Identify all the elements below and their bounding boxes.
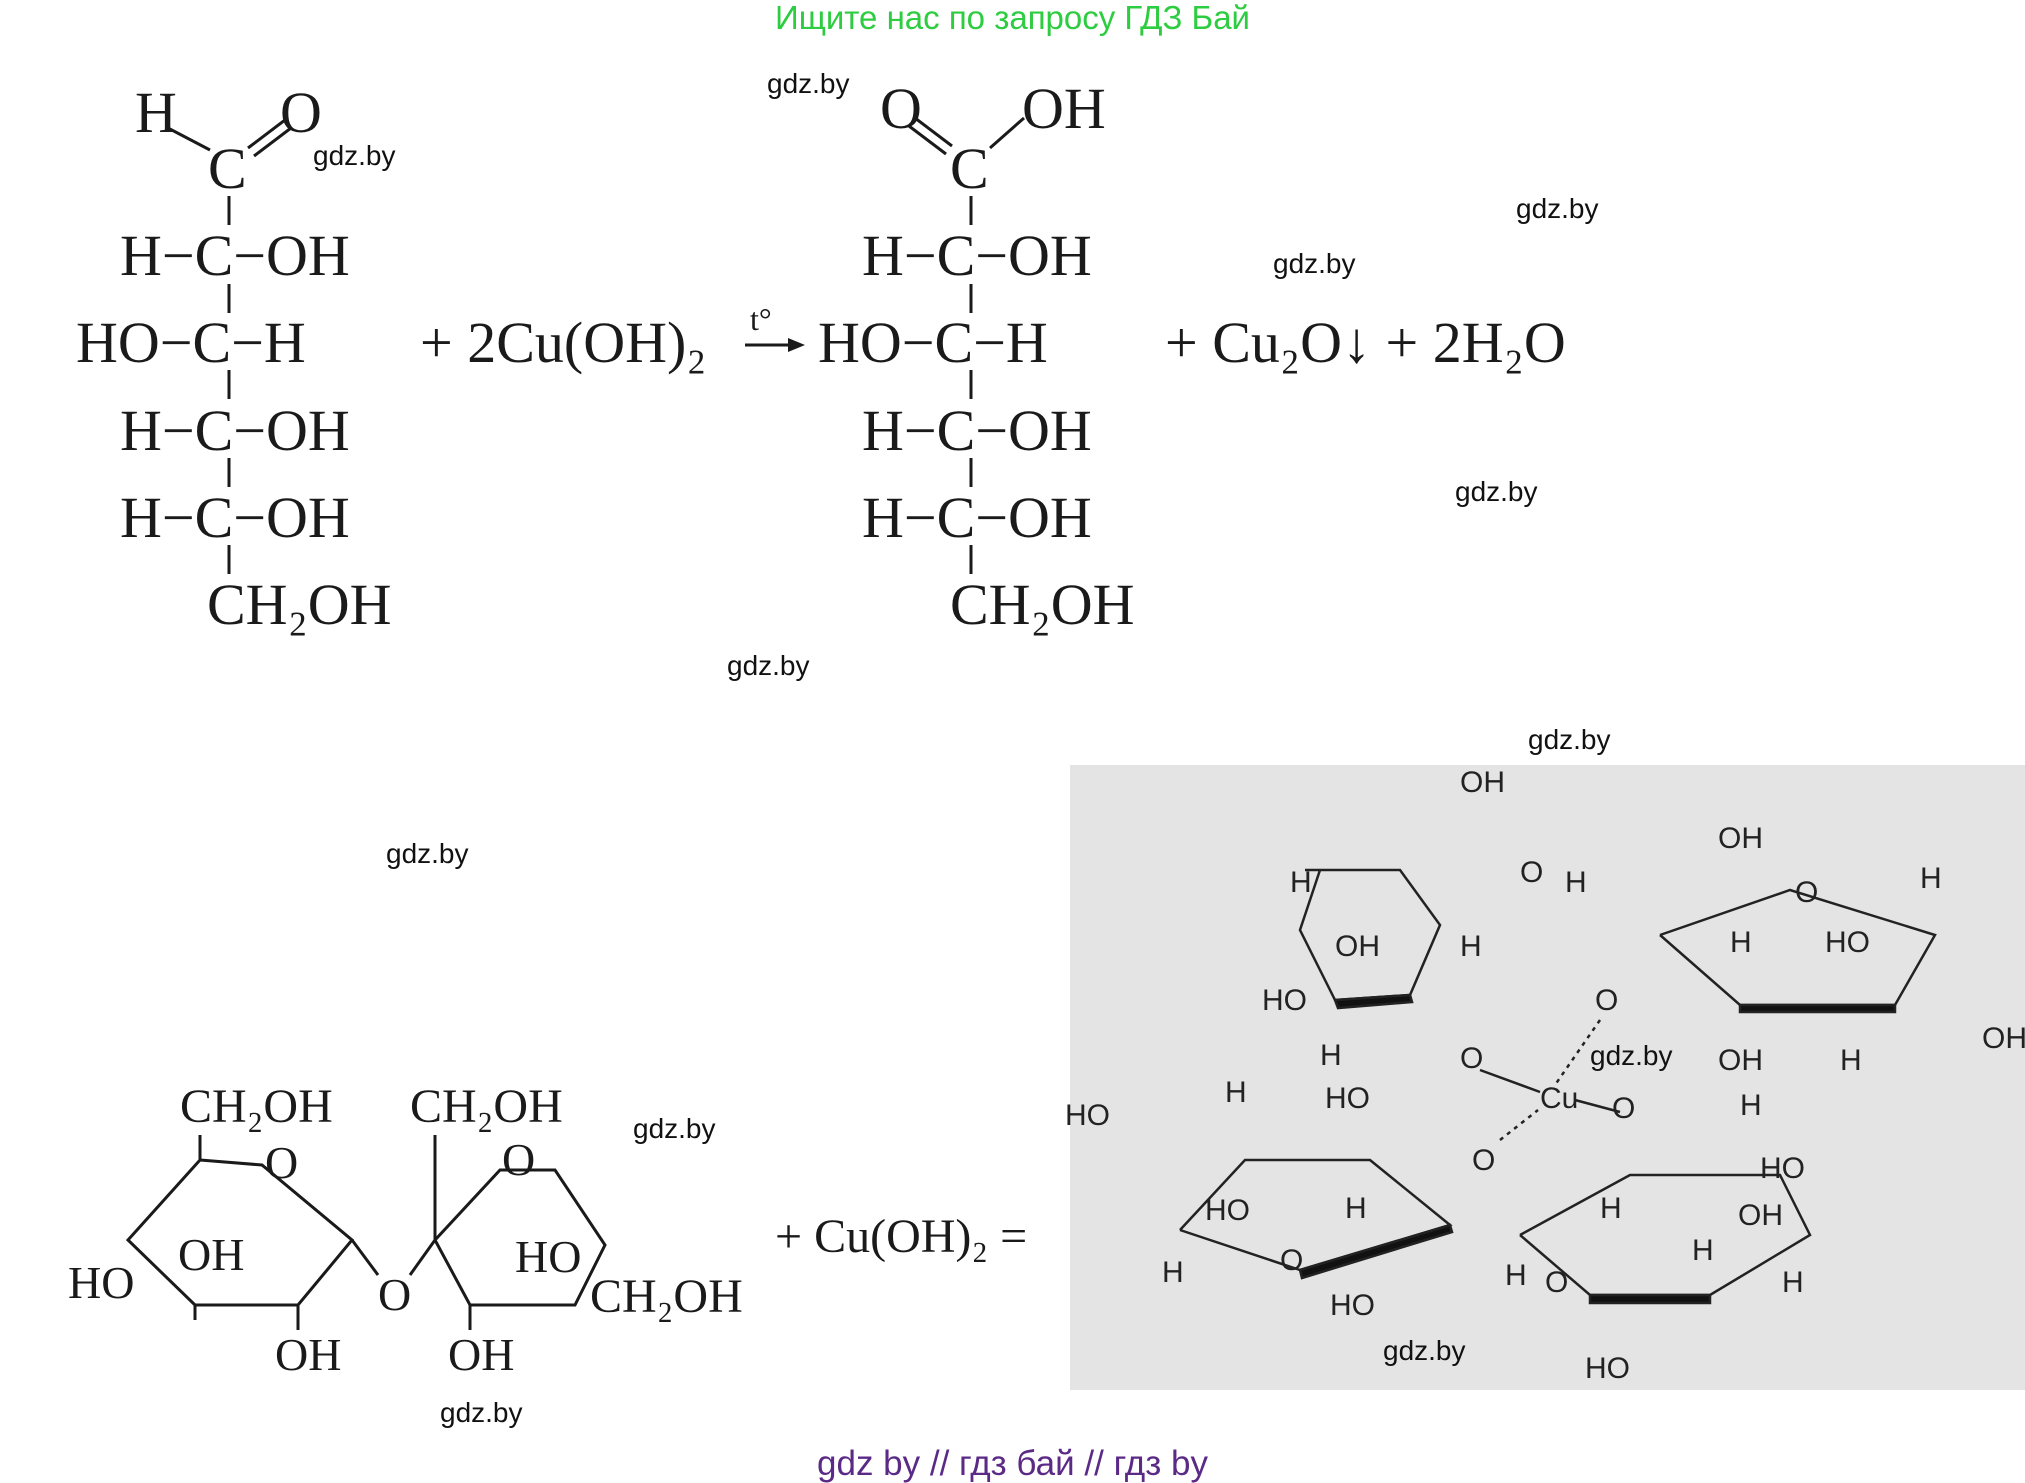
sucrose-ch2oh-left: CH₂OH xyxy=(180,1080,333,1133)
complex-h-3: H xyxy=(1920,862,1942,895)
complex-oh-5: OH xyxy=(1738,1199,1783,1232)
promo-header: Ищите нас по запросу ГДЗ Бай xyxy=(775,0,1250,36)
sucrose-o-ring2: O xyxy=(502,1134,535,1185)
complex-oh-3: OH xyxy=(1982,1022,2025,1055)
sucrose-structure: CH₂OH CH₂OH CH₂OH O OH HO OH O O HO OH xyxy=(68,1080,743,1380)
glucose-o: O xyxy=(280,80,322,145)
watermark: gdz.by xyxy=(767,68,850,99)
complex-h-12: H xyxy=(1692,1234,1714,1267)
acid-c1: C xyxy=(950,136,989,201)
watermark: gdz.by xyxy=(386,838,469,869)
complex-h-14: H xyxy=(1505,1259,1527,1292)
glucose-structure: H O C H−C−OH HO−C−H H−C−OH H−C−OH CH₂OH xyxy=(76,80,392,637)
products-1: + Cu₂O↓ + 2H₂O xyxy=(1165,310,1566,375)
watermark: gdz.by xyxy=(1516,193,1599,224)
reagent-cuoh2-2: + Cu(OH)₂ = xyxy=(775,1210,1027,1263)
complex-h-7: H xyxy=(1840,1044,1862,1077)
glucose-row1: H−C−OH xyxy=(120,223,350,288)
acid-ch2oh: CH₂OH xyxy=(950,572,1135,637)
sucrose-oh-bottom1: OH xyxy=(275,1329,341,1380)
acid-row3: H−C−OH xyxy=(862,398,1092,463)
sucrose-ho-ring2: HO xyxy=(515,1231,581,1282)
copper-complex-structure xyxy=(1179,868,1937,1305)
sucrose-o-ring1: O xyxy=(265,1137,298,1188)
watermark: gdz.by xyxy=(1455,476,1538,507)
complex-h-5: H xyxy=(1730,926,1752,959)
watermark: gdz.by xyxy=(1590,1040,1673,1071)
complex-ho-8: HO xyxy=(1585,1352,1630,1385)
watermark: gdz.by xyxy=(440,1397,523,1428)
complex-o-ring1: O xyxy=(1520,856,1543,889)
complex-ho-7: HO xyxy=(1330,1289,1375,1322)
sucrose-ch2oh-far: CH₂OH xyxy=(590,1270,743,1323)
complex-oh-top: OH xyxy=(1460,766,1505,799)
sucrose-ch2oh-right: CH₂OH xyxy=(410,1080,563,1133)
complex-o-bridge1: O xyxy=(1595,984,1618,1017)
acid-oh: OH xyxy=(1022,76,1106,141)
complex-ho-4: HO xyxy=(1325,1082,1370,1115)
glucose-row4: H−C−OH xyxy=(120,485,350,550)
complex-h-1: H xyxy=(1290,866,1312,899)
complex-h-11: H xyxy=(1600,1192,1622,1225)
watermark: gdz.by xyxy=(1383,1335,1466,1366)
acid-row2: HO−C−H xyxy=(818,310,1048,375)
sucrose-o-bridge: O xyxy=(378,1269,411,1320)
copper-complex-panel xyxy=(1070,765,2025,1390)
watermark: gdz.by xyxy=(1273,248,1356,279)
complex-h-9: H xyxy=(1740,1089,1762,1122)
reagent-cuoh2-1: + 2Cu(OH)₂ xyxy=(420,310,707,375)
complex-o-ring2: O xyxy=(1795,876,1818,909)
acid-row1: H−C−OH xyxy=(862,223,1092,288)
glucose-row2: HO−C−H xyxy=(76,310,306,375)
complex-o-4: O xyxy=(1280,1244,1303,1277)
complex-o-3: O xyxy=(1612,1092,1635,1125)
heat-condition: t° xyxy=(750,301,772,337)
complex-oh-4: OH xyxy=(1718,1044,1763,1077)
complex-h-13: H xyxy=(1162,1256,1184,1289)
complex-cu: Cu xyxy=(1540,1082,1578,1115)
complex-oh-2: OH xyxy=(1335,930,1380,963)
complex-h-10: H xyxy=(1345,1192,1367,1225)
complex-ho-1: HO xyxy=(1825,926,1870,959)
complex-o-bridge2: O xyxy=(1472,1144,1495,1177)
sucrose-oh-bottom2: OH xyxy=(448,1329,514,1380)
complex-h-6: H xyxy=(1320,1039,1342,1072)
complex-oh-topright: OH xyxy=(1718,822,1763,855)
sucrose-ho-left: HO xyxy=(68,1257,134,1308)
complex-ho-5: HO xyxy=(1760,1152,1805,1185)
watermark: gdz.by xyxy=(313,140,396,171)
watermark: gdz.by xyxy=(633,1113,716,1144)
complex-h-2: H xyxy=(1565,866,1587,899)
glucose-c1: C xyxy=(208,136,247,201)
glucose-ch2oh: CH₂OH xyxy=(207,572,392,637)
glucose-row3: H−C−OH xyxy=(120,398,350,463)
complex-o-5: O xyxy=(1545,1266,1568,1299)
complex-ho-2: HO xyxy=(1262,984,1307,1017)
complex-ho-6: HO xyxy=(1205,1194,1250,1227)
watermark: gdz.by xyxy=(1528,724,1611,755)
footer-links: gdz by // гдз бай // гдз by xyxy=(817,1444,1208,1483)
complex-h-4: H xyxy=(1460,930,1482,963)
complex-h-15: H xyxy=(1782,1266,1804,1299)
gluconic-acid-structure: O OH C H−C−OH HO−C−H H−C−OH H−C−OH CH₂OH xyxy=(818,76,1135,637)
complex-o-2: O xyxy=(1460,1042,1483,1075)
acid-row4: H−C−OH xyxy=(862,485,1092,550)
glucose-h: H xyxy=(135,80,177,145)
heat-arrow: t° xyxy=(745,301,805,352)
complex-ho-3: HO xyxy=(1065,1099,1110,1132)
sucrose-oh-inner: OH xyxy=(178,1229,244,1280)
complex-h-8: H xyxy=(1225,1076,1247,1109)
watermark: gdz.by xyxy=(727,650,810,681)
copper-complex-labels: Cu OH OH O O H H H OH H H HO HO O OH H O… xyxy=(1065,766,2025,1385)
